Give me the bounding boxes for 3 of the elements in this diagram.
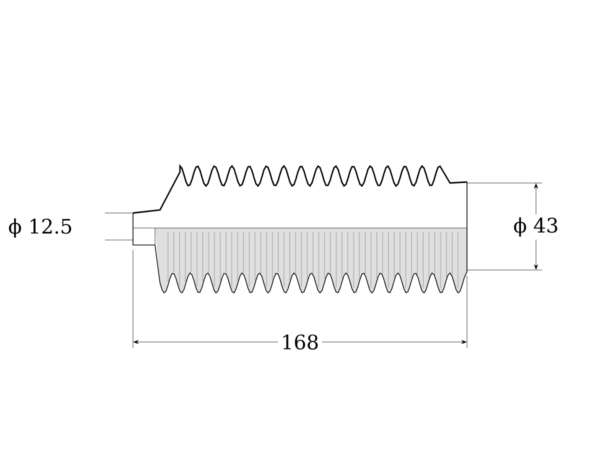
- dimension-label: ϕ 12.5: [5, 215, 76, 241]
- dimension-label: ϕ 43: [510, 214, 562, 240]
- dimension-label: 168: [278, 331, 322, 353]
